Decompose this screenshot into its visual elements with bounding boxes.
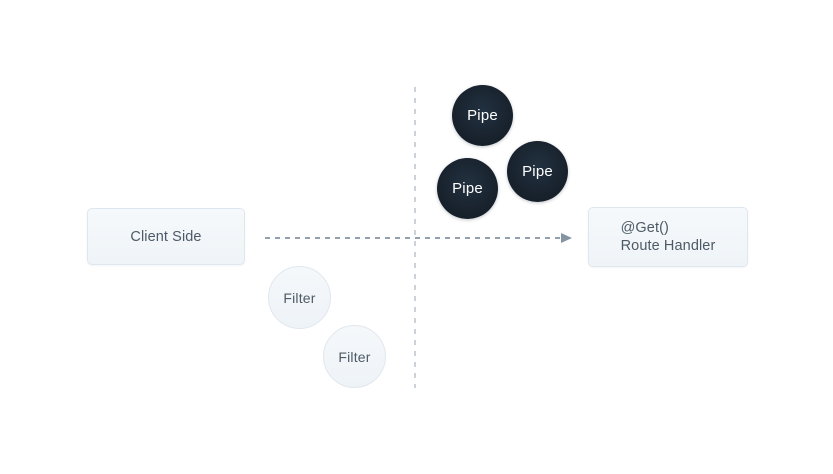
client-side-label: Client Side xyxy=(130,228,202,245)
route-handler-node: @Get() Route Handler xyxy=(588,207,748,267)
route-handler-decorator-label: @Get() xyxy=(620,220,669,236)
pipe-node-3: Pipe xyxy=(507,141,568,202)
route-handler-text-block: @Get() Route Handler xyxy=(621,219,716,255)
pipe-node-1: Pipe xyxy=(452,85,513,146)
pipe-node-2: Pipe xyxy=(437,158,498,219)
request-flow-arrowhead-icon xyxy=(561,233,572,243)
route-handler-name-label: Route Handler xyxy=(620,238,716,254)
pipe-node-1-label: Pipe xyxy=(467,107,498,124)
filter-node-2: Filter xyxy=(323,325,386,388)
filter-node-2-label: Filter xyxy=(338,348,371,365)
pipe-node-2-label: Pipe xyxy=(452,180,483,197)
pipe-node-3-label: Pipe xyxy=(522,163,553,180)
client-side-node: Client Side xyxy=(87,208,245,265)
filter-node-1-label: Filter xyxy=(283,289,316,306)
filter-node-1: Filter xyxy=(268,266,331,329)
